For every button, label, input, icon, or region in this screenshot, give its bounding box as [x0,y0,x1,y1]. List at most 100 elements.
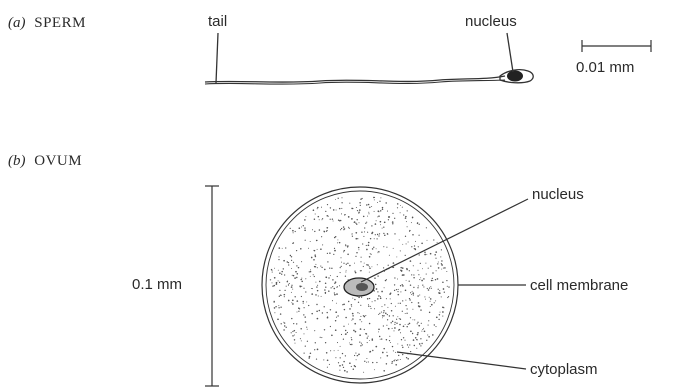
cytoplasm-granule [301,296,302,297]
cytoplasm-granule [372,232,374,234]
cytoplasm-granule [399,239,400,240]
cytoplasm-granule [355,366,356,367]
cytoplasm-granule [357,210,358,211]
cytoplasm-granule [416,348,417,349]
cytoplasm-granule [335,311,337,313]
cytoplasm-granule [308,305,309,306]
cytoplasm-granule [311,288,312,289]
cytoplasm-granule [275,306,276,307]
cytoplasm-granule [428,320,429,321]
cytoplasm-granule [352,236,353,237]
cytoplasm-granule [406,357,407,358]
cytoplasm-granule [377,202,378,203]
cytoplasm-granule [368,213,369,214]
cytoplasm-granule [402,284,403,285]
cytoplasm-granule [284,274,285,275]
cytoplasm-granule [382,208,384,210]
cytoplasm-granule [435,251,437,253]
cytoplasm-granule [311,293,313,295]
cytoplasm-granule [355,353,356,354]
cytoplasm-granule [319,310,321,312]
cytoplasm-granule [274,307,276,309]
cytoplasm-granule [340,357,341,358]
cytoplasm-granule [380,339,381,340]
cytoplasm-granule [283,260,285,262]
cytoplasm-granule [301,227,302,228]
cytoplasm-granule [366,249,368,251]
cytoplasm-granule [297,312,298,313]
cytoplasm-granule [417,287,418,288]
cytoplasm-granule [303,303,304,304]
cytoplasm-granule [398,303,399,304]
cytoplasm-granule [352,233,353,234]
cytoplasm-granule [293,232,294,233]
cytoplasm-granule [383,325,384,326]
tail-leader-line [216,33,218,83]
cytoplasm-granule [369,207,370,208]
cytoplasm-granule [374,308,375,309]
cytoplasm-granule [323,359,324,360]
cytoplasm-granule [383,233,384,234]
cytoplasm-granule [315,282,316,283]
cytoplasm-granule [310,269,311,270]
cytoplasm-granule [303,333,304,334]
cytoplasm-granule [374,369,375,370]
cytoplasm-granule [390,298,391,299]
cytoplasm-granule [346,270,347,271]
cytoplasm-granule [394,277,395,278]
cytoplasm-granule [306,301,307,302]
cytoplasm-granule [330,350,331,351]
cytoplasm-granule [425,263,426,264]
cytoplasm-granule [398,355,399,356]
cytoplasm-granule [377,264,378,265]
cytoplasm-granule [417,322,418,323]
cytoplasm-granule [429,297,430,298]
cytoplasm-granule [372,350,373,351]
cytoplasm-granule [298,307,300,309]
cytoplasm-granule [405,236,406,237]
cytoplasm-granule [341,266,342,267]
cytoplasm-granule [369,323,371,325]
cytoplasm-granule [408,241,409,242]
cytoplasm-granule [296,277,297,278]
cytoplasm-granule [388,265,389,266]
cytoplasm-granule [313,250,314,251]
cytoplasm-granule [360,199,361,200]
cytoplasm-granule [394,284,395,285]
cytoplasm-granule [288,262,289,263]
cytoplasm-granule [375,284,377,286]
cytoplasm-granule [424,252,426,254]
cytoplasm-granule [339,285,340,286]
cytoplasm-granule [310,241,311,242]
cytoplasm-granule [302,301,304,303]
cytoplasm-granule [369,272,370,273]
cytoplasm-granule [442,311,444,313]
cytoplasm-granule [354,323,356,325]
cytoplasm-granule [431,280,433,282]
cytoplasm-granule [386,325,387,326]
cytoplasm-granule [320,248,322,250]
cytoplasm-granule [278,280,279,281]
cytoplasm-granule [383,267,384,268]
cytoplasm-granule [384,304,385,305]
cytoplasm-granule [386,279,387,280]
cytoplasm-granule [356,355,357,356]
cytoplasm-granule [301,281,303,283]
cytoplasm-granule [362,243,363,244]
cytoplasm-granule [377,252,378,253]
cytoplasm-granule [343,304,345,306]
cytoplasm-granule [296,300,298,302]
cytoplasm-granule [310,353,312,355]
cytoplasm-granule [414,245,415,246]
cytoplasm-granule [405,305,406,306]
cytoplasm-granule [397,291,398,292]
cytoplasm-granule [343,226,344,227]
panel-b-title: (b) OVUM [8,153,82,169]
cytoplasm-granule [392,221,394,223]
cytoplasm-granule [360,305,361,306]
cytoplasm-granule [378,235,379,236]
cytoplasm-granule [307,341,308,342]
cytoplasm-granule [335,329,337,331]
cytoplasm-granule [340,272,341,273]
cytoplasm-granule [274,285,275,286]
